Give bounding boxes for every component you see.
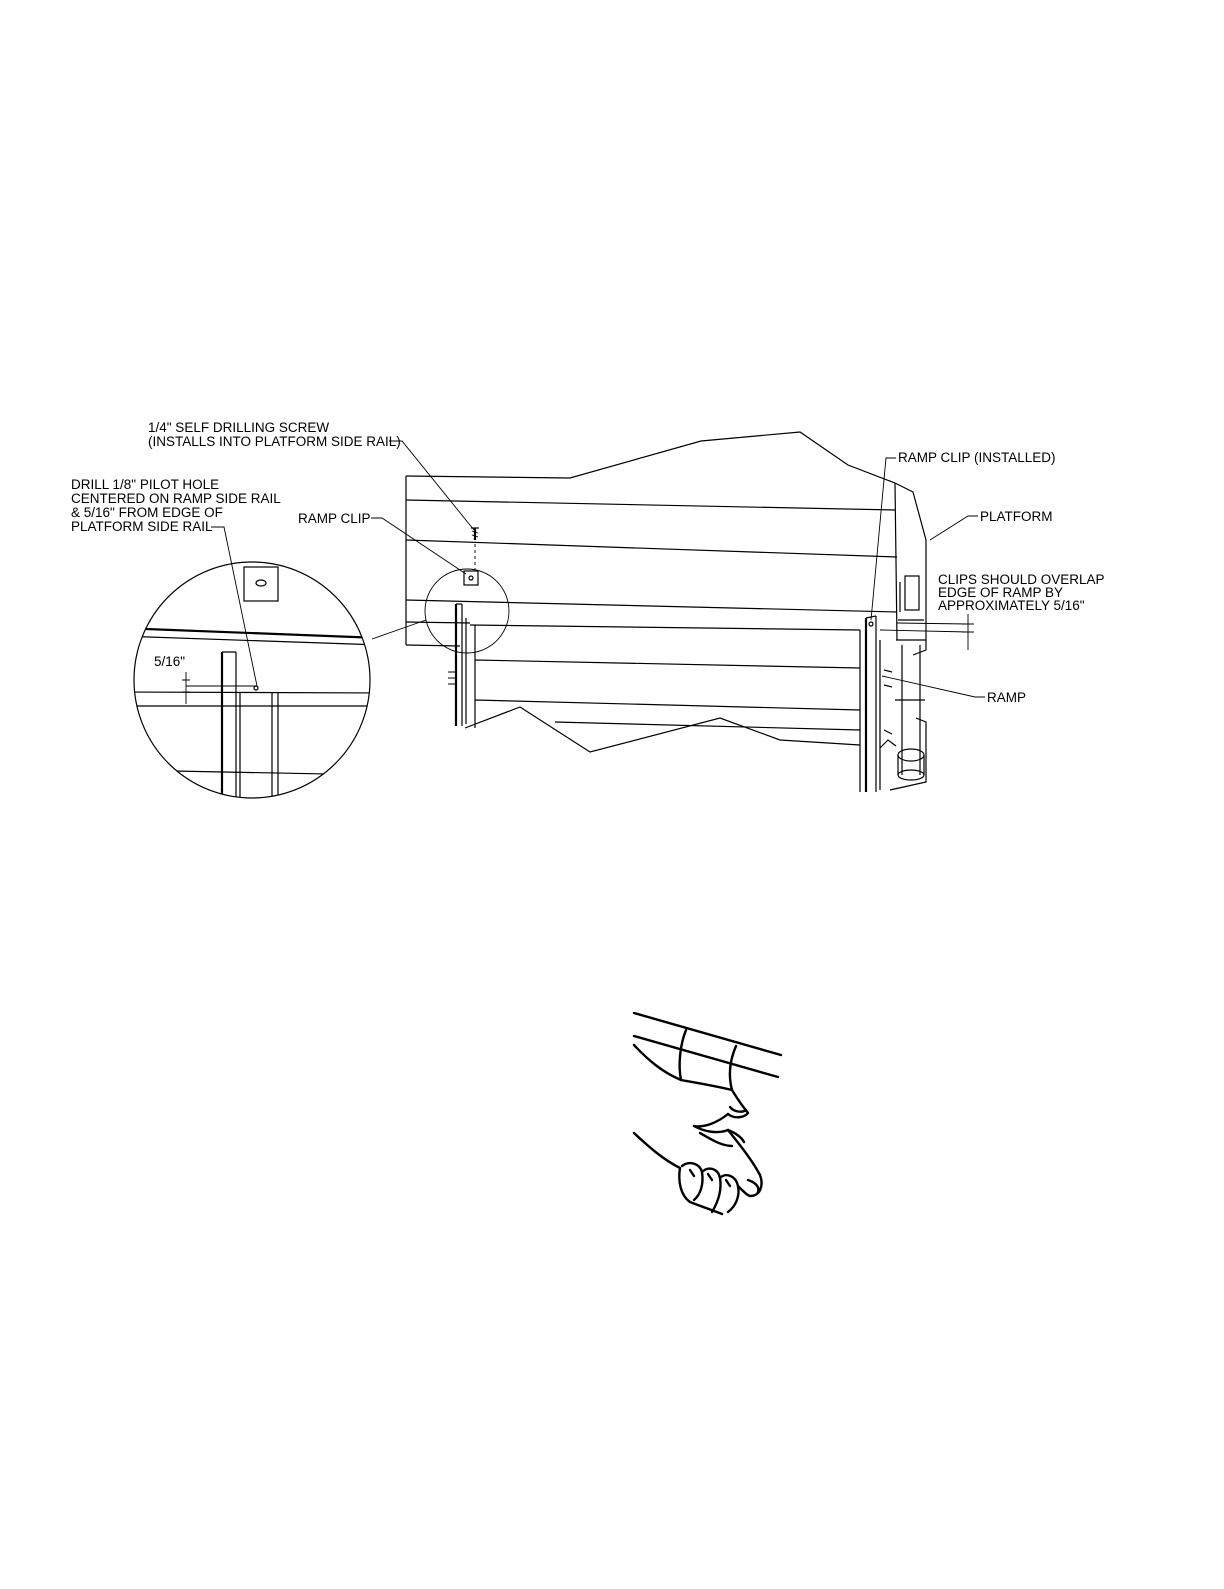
ramp-drawing bbox=[465, 625, 860, 792]
ramp-clip-label: RAMP CLIP bbox=[298, 511, 371, 526]
drill-label-line4: PLATFORM SIDE RAIL bbox=[71, 519, 213, 534]
overlap-label-line3: APPROXIMATELY 5/16" bbox=[938, 598, 1085, 613]
callout-ramp-clip: RAMP CLIP bbox=[298, 511, 466, 574]
callout-overlap: CLIPS SHOULD OVERLAP EDGE OF RAMP BY APP… bbox=[938, 572, 1105, 613]
overlap-dimension bbox=[880, 614, 974, 650]
right-ramp-clip-drawing bbox=[866, 616, 880, 792]
hands-gripping-rail-illustration bbox=[634, 1013, 781, 1214]
callout-ramp: RAMP bbox=[882, 676, 1026, 705]
screw-label-line2: (INSTALLS INTO PLATFORM SIDE RAIL) bbox=[148, 434, 401, 449]
detail-view: 5/16" bbox=[120, 562, 380, 800]
left-ramp-clip-drawing bbox=[448, 528, 479, 726]
platform-label: PLATFORM bbox=[980, 509, 1053, 524]
drill-label-line2: CENTERED ON RAMP SIDE RAIL bbox=[71, 491, 281, 506]
platform-drawing bbox=[406, 432, 926, 655]
screw-label-line1: 1/4" SELF DRILLING SCREW bbox=[148, 420, 329, 435]
callout-platform: PLATFORM bbox=[930, 509, 1053, 540]
detail-dimension-label: 5/16" bbox=[154, 654, 185, 669]
ramp-label: RAMP bbox=[987, 690, 1026, 705]
hinge-post-drawing bbox=[880, 576, 926, 790]
drill-label-line1: DRILL 1/8" PILOT HOLE bbox=[71, 477, 219, 492]
drill-label-line3: & 5/16" FROM EDGE OF bbox=[71, 505, 223, 520]
ramp-clip-installed-label: RAMP CLIP (INSTALLED) bbox=[898, 450, 1056, 465]
